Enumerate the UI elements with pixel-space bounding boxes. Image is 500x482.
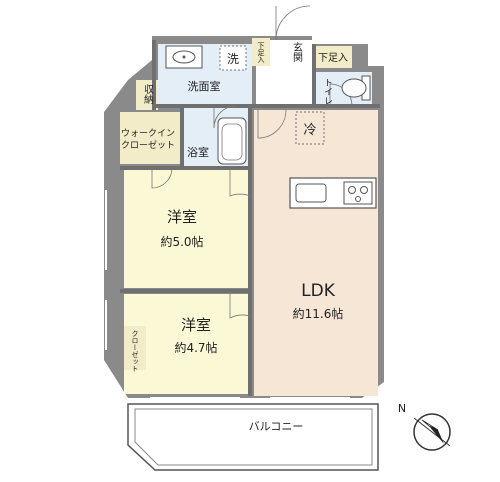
western-room-1-name: 洋室 [167,208,197,226]
shoe-box-2-label: 下足入 [318,52,348,64]
western-room-1-floor [124,170,248,288]
stove-icon [343,181,373,205]
interior-walls [120,40,380,396]
toilet-label: トイレ [322,78,333,105]
washroom-label: 洗面室 [188,79,221,93]
windows [105,190,350,399]
shoe-box-2-floor [314,46,352,68]
toilet-icon [341,75,371,101]
compass-icon [413,413,451,451]
bathroom-label: 浴室 [187,145,209,159]
fridge-label: 冷 [303,123,316,138]
compass-north-label: N [398,402,406,415]
wash-basin-icon [165,45,203,69]
washer-space [219,45,247,71]
balcony [127,403,379,471]
western-room-1-size: 約5.0帖 [160,234,203,249]
fridge-space [295,111,325,145]
kitchen-counter [289,177,377,209]
balcony-label: バルコニー [249,420,304,433]
western-room-2-name: 洋室 [181,316,211,334]
bathtub-icon [217,117,247,165]
closet-label: クローゼット [131,330,139,372]
walk-in-closet-label-2: クローゼット [121,139,175,151]
walk-in-closet-label-1: ウォークイン [121,128,175,139]
entrance-label: 玄関 [291,41,303,63]
walk-in-closet-floor [120,112,180,164]
western-room-2-size: 約4.7帖 [174,340,217,355]
shoe-box-1-floor [252,38,270,66]
ldk-size: 約11.6帖 [293,306,344,321]
closet-2-floor [124,326,146,370]
shoe-box-1-label: 下足入 [257,42,265,63]
ldk-name: LDK [301,281,336,301]
washer-label: 洗 [227,52,239,66]
storage-label: 収納 [142,84,154,105]
ldk-floor [254,110,378,396]
sink-icon [295,183,327,203]
